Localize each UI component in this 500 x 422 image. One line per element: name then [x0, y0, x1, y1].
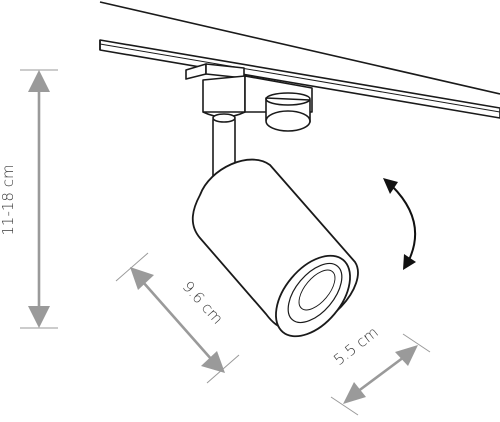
curved-double-arrow-icon — [383, 178, 417, 270]
arrow-downright-icon — [201, 351, 225, 373]
diameter-label: 5.5 cm — [330, 323, 382, 369]
arrow-up-icon — [28, 70, 50, 92]
arrow-upright-icon — [395, 345, 418, 366]
track-adapter — [185, 63, 313, 132]
arrow-downleft-icon — [343, 382, 366, 404]
length-dimension: 9.6 cm — [115, 252, 240, 384]
lamp-body — [191, 158, 359, 338]
length-label: 9.6 cm — [179, 278, 227, 328]
rotation-arrow — [383, 178, 417, 270]
height-label: 11-18 cm — [0, 164, 17, 235]
height-dimension: 11-18 cm — [0, 69, 58, 329]
track-rail — [99, 1, 500, 119]
arrow-upleft-icon — [130, 267, 154, 290]
arrow-down-icon — [28, 306, 50, 328]
diameter-dimension: 5.5 cm — [330, 323, 431, 416]
